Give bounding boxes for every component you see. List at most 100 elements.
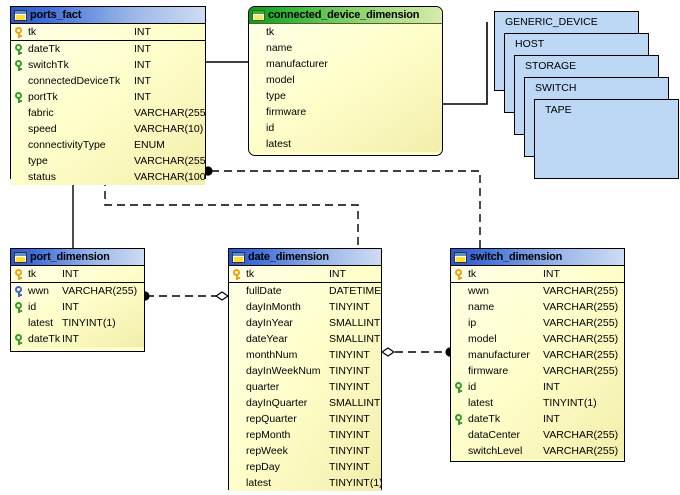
- field-name: speed: [28, 123, 57, 135]
- no-key-spacer: [231, 301, 244, 314]
- no-key-spacer: [453, 365, 466, 378]
- field-type: TINYINT: [329, 301, 370, 313]
- field-type: INT: [62, 333, 79, 345]
- field-name: portTk: [28, 91, 58, 103]
- field-name: firmware: [266, 106, 307, 118]
- field-name: type: [266, 90, 286, 102]
- field-row[interactable]: tk: [249, 24, 442, 40]
- field-row[interactable]: id: [249, 120, 442, 136]
- field-row[interactable]: latest: [249, 136, 442, 152]
- field-name: type: [28, 155, 48, 167]
- no-key-spacer: [231, 429, 244, 442]
- field-type: INT: [62, 268, 79, 280]
- no-key-spacer: [231, 381, 244, 394]
- field-type: TINYINT: [329, 429, 370, 441]
- no-key-spacer: [251, 58, 264, 71]
- field-row[interactable]: name: [249, 40, 442, 56]
- field-row[interactable]: model: [249, 72, 442, 88]
- field-name: name: [468, 301, 495, 313]
- no-key-spacer: [13, 123, 26, 136]
- field-name: repDay: [246, 461, 280, 473]
- link-portsfact-switchdimension: [211, 170, 481, 248]
- field-row[interactable]: type: [249, 88, 442, 104]
- field-name: monthNum: [246, 349, 298, 361]
- field-row[interactable]: manufacturer: [249, 56, 442, 72]
- field-name: dayInQuarter: [246, 397, 308, 409]
- device-subtype-label: STORAGE: [525, 60, 577, 72]
- table-icon: [454, 251, 467, 263]
- no-key-spacer: [251, 90, 264, 103]
- field-name: id: [28, 301, 37, 313]
- field-name: connectedDeviceTk: [28, 75, 121, 87]
- field-type: VARCHAR(255): [543, 445, 619, 457]
- field-row[interactable]: speed VARCHAR(10): [11, 121, 205, 137]
- entity-title-bar[interactable]: connected_device_dimension: [249, 7, 442, 24]
- field-type: VARCHAR(255): [543, 333, 619, 345]
- field-row[interactable]: type VARCHAR(255): [11, 153, 205, 169]
- field-name: tk: [246, 268, 255, 280]
- entity-title-bar[interactable]: date_dimension: [229, 249, 381, 266]
- entity-name: ports_fact: [30, 9, 82, 21]
- field-type: VARCHAR(10): [134, 123, 204, 135]
- no-key-spacer: [251, 42, 264, 55]
- no-key-spacer: [251, 106, 264, 119]
- field-row[interactable]: firmware: [249, 104, 442, 120]
- field-type: VARCHAR(255): [134, 155, 205, 167]
- entity-title-bar[interactable]: ports_fact: [11, 7, 205, 24]
- field-type: VARCHAR(255): [543, 285, 619, 297]
- no-key-spacer: [231, 317, 244, 330]
- entity-title-bar[interactable]: port_dimension: [11, 249, 144, 266]
- foreign-key-icon: [13, 43, 26, 56]
- field-type: INT: [134, 43, 151, 55]
- field-name: switchTk: [28, 59, 69, 71]
- field-type: TINYINT: [329, 381, 370, 393]
- entity-title-bar[interactable]: switch_dimension: [451, 249, 624, 266]
- device-subtype-tape[interactable]: TAPE: [534, 99, 679, 179]
